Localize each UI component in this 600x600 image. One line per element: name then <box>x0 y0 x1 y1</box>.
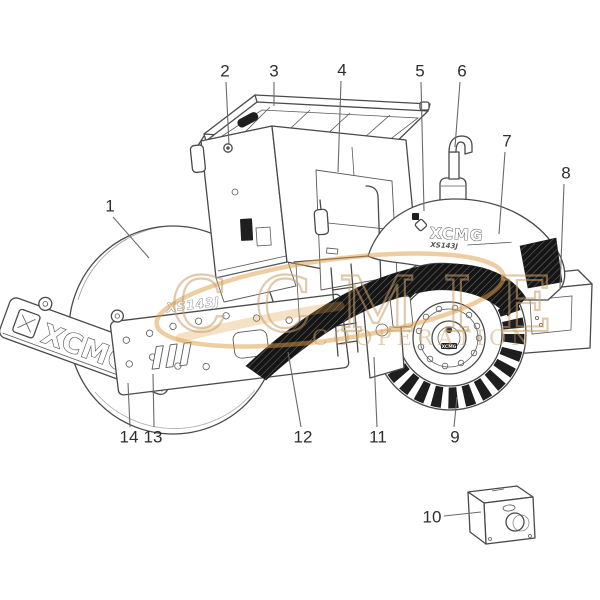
hood-model-decal: XS143J <box>429 241 458 251</box>
callout-leader-7 <box>498 151 506 235</box>
watermark-sub-text: COOPERATION <box>312 326 535 350</box>
watermark-main-text: CCMIE <box>170 260 580 349</box>
callout-leader-9 <box>453 396 458 428</box>
callout-label-4: 4 <box>337 61 346 80</box>
callout-leader-11 <box>373 356 378 428</box>
callout-label-1: 1 <box>105 197 114 216</box>
callout-leader-2 <box>225 81 230 146</box>
callout-label-6: 6 <box>457 62 466 81</box>
spare-part-box <box>467 485 536 545</box>
mirror-front <box>313 208 330 236</box>
engine-hood: XCMG XS143J <box>245 198 566 381</box>
callout-label-2: 2 <box>220 62 229 81</box>
callout-label-5: 5 <box>415 62 424 81</box>
cab-warning-label <box>240 218 254 241</box>
callout-label-10: 10 <box>423 508 442 527</box>
tread-marks-decal <box>151 341 192 370</box>
engine-vent-band <box>245 263 527 381</box>
hub-brand-decal: XCMG <box>442 344 457 350</box>
hood-side-vent <box>519 237 563 289</box>
callout-label-8: 8 <box>561 164 570 183</box>
hood-brand-decal: XCMG <box>430 224 484 245</box>
callout-leader-14 <box>127 382 131 428</box>
watermark-swoosh <box>154 251 506 349</box>
callout-leader-4 <box>337 80 342 173</box>
callout-label-11: 11 <box>369 428 387 447</box>
rear-wheel: XCMG <box>373 257 527 411</box>
roof-wiper <box>237 112 259 128</box>
hub-logo-tag <box>441 343 457 349</box>
callout-leader-12 <box>287 351 302 428</box>
door-handle <box>326 247 339 255</box>
callout-leader-13 <box>152 373 155 428</box>
callout-leader-5 <box>420 81 425 212</box>
callout-label-7: 7 <box>502 132 511 151</box>
callout-leader-8 <box>559 183 565 289</box>
roof-beacon <box>419 101 430 111</box>
callout-leader-10 <box>443 511 482 517</box>
callout-label-9: 9 <box>450 428 459 447</box>
mirror-left <box>189 144 207 174</box>
hub-bolts <box>415 304 483 370</box>
watermark: CCMIE COOPERATION <box>154 251 580 350</box>
callout-label-14: 14 <box>120 428 139 447</box>
callout-leader-6 <box>454 81 461 148</box>
callout-leader-1 <box>112 216 150 259</box>
callout-label-13: 13 <box>144 428 163 447</box>
exhaust-rain-cap <box>448 135 473 155</box>
callout-label-3: 3 <box>269 62 278 81</box>
callout-label-12: 12 <box>294 428 313 447</box>
